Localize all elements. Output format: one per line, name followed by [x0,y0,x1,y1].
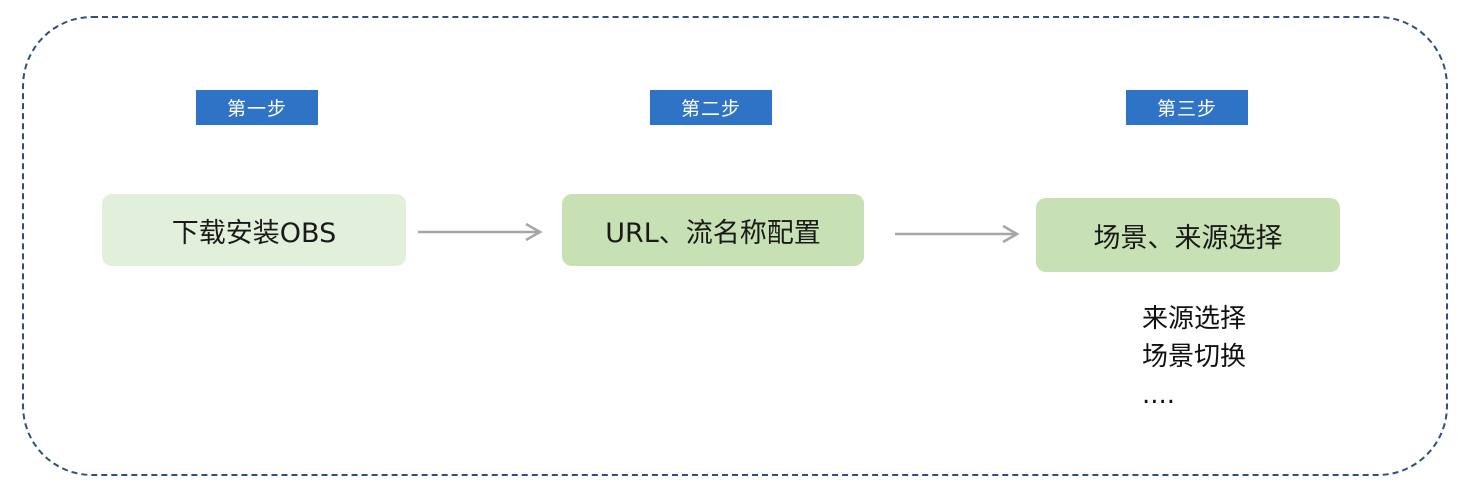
step-box-3: 场景、来源选择 [1036,198,1340,272]
note-item: 来源选择 [1142,304,1247,334]
arrow-right-icon [418,222,543,242]
note-item: 场景切换 [1142,342,1247,372]
dashed-container [22,16,1448,476]
step-box-1: 下载安装OBS [102,194,406,266]
note-item: .... [1142,380,1176,410]
step-badge-3: 第三步 [1126,90,1248,125]
step-badge-2: 第二步 [650,90,772,125]
arrow-right-icon [895,224,1020,244]
step-3-notes: 来源选择 场景切换 .... [1142,300,1246,414]
step-box-2: URL、流名称配置 [562,194,864,266]
step-badge-1: 第一步 [196,90,318,125]
